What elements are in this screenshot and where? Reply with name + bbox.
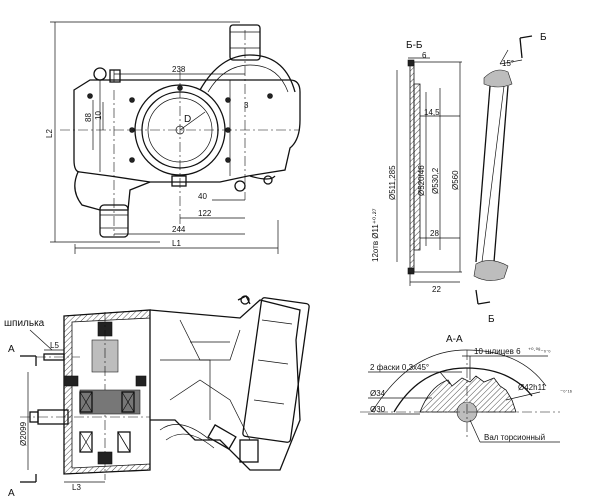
dim-10: 10 xyxy=(94,111,103,120)
dim-40: 40 xyxy=(198,192,207,201)
dim-34: Ø34 xyxy=(370,389,386,398)
dim-L5: L5 xyxy=(50,341,59,350)
arrow-b-bottom: Б xyxy=(488,314,495,325)
section-a-bottom: A xyxy=(8,488,15,499)
holes-note: 12отв Ø11⁺⁰·²⁷ xyxy=(371,208,380,262)
dim-42: Ø42h11 xyxy=(518,383,546,392)
dim-28: 28 xyxy=(430,229,439,238)
splines-note: 10 шлицев 6 xyxy=(474,347,521,356)
stud-label: шпилька xyxy=(4,318,45,329)
section-bb: Б-Б 6 14,5 Ø511,285 Ø520f46 Ø530,2 Ø560 … xyxy=(371,40,462,294)
arrow-b-top: Б xyxy=(540,32,547,43)
dim-3: 3 xyxy=(244,101,249,110)
splines-tol: ⁺⁰·⁰⁸₋₀·₀ xyxy=(528,347,551,354)
dim-511: Ø511,285 xyxy=(388,165,397,200)
dim-14-5: 14,5 xyxy=(424,108,440,117)
dim-238: 238 xyxy=(172,65,186,74)
dim-88: 88 xyxy=(84,113,93,122)
dim-6: 6 xyxy=(422,51,427,60)
dim-530: Ø530,2 xyxy=(431,167,440,194)
dim-42-tol: ₋₀·₁₆ xyxy=(560,388,573,394)
section-aa-title: A-A xyxy=(446,334,463,345)
dim-560: Ø560 xyxy=(451,170,460,190)
dim-22: 22 xyxy=(432,285,441,294)
angle-15: 15° xyxy=(502,59,514,68)
section-aa: A-A 10 шлицев 6 ⁺⁰·⁰⁸₋₀·₀ 2 фаски 0,3x45… xyxy=(360,334,573,443)
section-a-top: A xyxy=(8,344,15,355)
dim-2099: Ø2099 xyxy=(19,421,28,446)
dim-L3: L3 xyxy=(72,483,81,492)
dim-122: 122 xyxy=(198,209,212,218)
dim-244: 244 xyxy=(172,225,186,234)
front-view: шпилька A L5 Ø2099 A L3 xyxy=(4,295,310,499)
dim-D: D xyxy=(184,114,191,125)
dim-520: Ø520f46 xyxy=(417,165,426,196)
dim-L2: L2 xyxy=(45,129,54,138)
dim-L1: L1 xyxy=(172,239,181,248)
chamfer-note: 2 фаски 0,3x45° xyxy=(370,363,429,372)
bearings xyxy=(79,391,135,453)
bolt-holes xyxy=(87,85,273,163)
side-view: Б 15° Б xyxy=(473,32,547,325)
dim-30: Ø30 xyxy=(370,405,386,414)
shaft-label: Вал торсионный xyxy=(484,433,545,442)
section-bb-title: Б-Б xyxy=(406,40,423,51)
top-view: 238 3 88 10 D 40 122 244 L1 L2 xyxy=(45,21,301,254)
